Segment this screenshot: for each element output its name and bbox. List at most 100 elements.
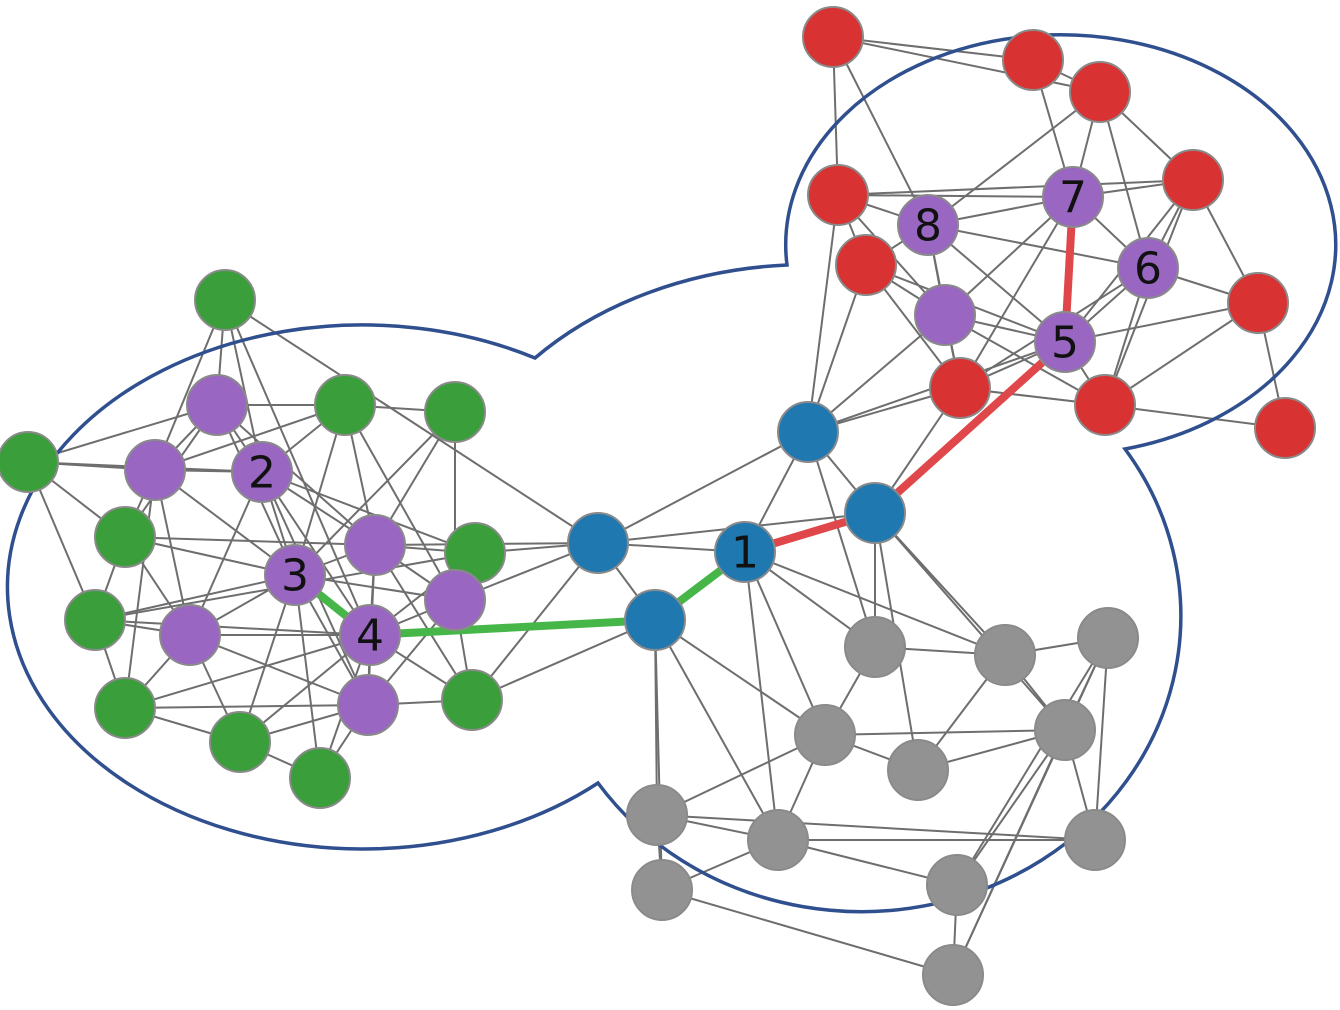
node-blue-b5 xyxy=(777,401,839,463)
edge-1-y4 xyxy=(744,551,826,736)
node-green-g10 xyxy=(289,747,351,809)
edge-b4-y4 xyxy=(654,619,826,736)
edge-b3-y6 xyxy=(874,512,1066,731)
node-purple-8 xyxy=(897,194,959,256)
edge-r1-r3 xyxy=(832,36,1101,93)
edge-p2-g8 xyxy=(124,469,156,709)
node-green-g4 xyxy=(0,431,59,493)
edge-y6-y12 xyxy=(952,729,1066,976)
node-green-g8 xyxy=(94,677,156,739)
edge-y4-y6 xyxy=(824,729,1066,736)
node-red-r4 xyxy=(807,164,869,226)
node-red-r3 xyxy=(1069,61,1131,123)
node-blue-1 xyxy=(714,521,776,583)
node-purple-p1 xyxy=(186,374,248,436)
node-blue-b3 xyxy=(844,482,906,544)
edge-4-g8 xyxy=(124,634,371,709)
edge-g5-p4 xyxy=(124,536,376,546)
node-green-g7 xyxy=(64,589,126,651)
node-red-r6 xyxy=(835,234,897,296)
edge-r1-r2 xyxy=(832,36,1034,61)
node-gray-y3 xyxy=(1077,607,1139,669)
edge-g7-4 xyxy=(94,619,371,636)
edge-y3-y11 xyxy=(956,637,1109,886)
node-purple-p6 xyxy=(424,569,486,631)
node-purple-2 xyxy=(231,441,293,503)
edge-r1-8 xyxy=(832,36,929,226)
highlighted-path-green-b4-4 xyxy=(366,616,659,639)
node-red-r5 xyxy=(1162,149,1224,211)
node-purple-3 xyxy=(264,544,326,606)
node-blue-b1 xyxy=(567,512,629,574)
node-label-2: 2 xyxy=(248,448,276,499)
edge-y10-y12 xyxy=(661,889,954,976)
node-green-g5 xyxy=(94,506,156,568)
highlighted-path-red-b3-5 xyxy=(871,338,1069,517)
node-gray-y4 xyxy=(794,704,856,766)
edge-3-g7 xyxy=(94,574,296,621)
node-purple-6 xyxy=(1117,237,1179,299)
edge-p2-g2 xyxy=(154,404,346,471)
edge-r4-7 xyxy=(837,194,1074,198)
node-red-r7 xyxy=(1227,272,1289,334)
node-green-g9 xyxy=(209,711,271,773)
node-green-g3 xyxy=(424,381,486,443)
node-gray-y11 xyxy=(926,854,988,916)
node-label-6: 6 xyxy=(1134,244,1162,295)
node-purple-p4 xyxy=(344,514,406,576)
node-purple-4 xyxy=(339,604,401,666)
node-label-1: 1 xyxy=(731,528,759,579)
edge-b1-b5 xyxy=(597,431,809,544)
edge-r3-8 xyxy=(927,91,1101,226)
node-gray-y5 xyxy=(887,739,949,801)
edge-r4-r5 xyxy=(837,179,1194,196)
node-green-g2 xyxy=(314,374,376,436)
node-gray-y1 xyxy=(844,616,906,678)
edge-y7-y9 xyxy=(656,814,1096,841)
edge-g1-4 xyxy=(224,299,371,636)
node-green-g1 xyxy=(194,269,256,331)
node-gray-y7 xyxy=(626,784,688,846)
edge-b5-r4 xyxy=(807,194,839,433)
edge-b5-y1 xyxy=(807,431,876,648)
node-red-r2 xyxy=(1002,29,1064,91)
node-gray-y2 xyxy=(974,624,1036,686)
edge-g11-b1 xyxy=(471,542,599,701)
node-gray-y9 xyxy=(1064,809,1126,871)
edge-y4-y7 xyxy=(656,734,826,816)
edge-1-y8 xyxy=(744,551,779,841)
node-label-7: 7 xyxy=(1059,173,1087,224)
node-label-5: 5 xyxy=(1051,318,1079,369)
node-blue-b4 xyxy=(624,589,686,651)
edge-p7-p9 xyxy=(189,634,369,706)
node-red-r1 xyxy=(802,6,864,68)
edge-g3-3 xyxy=(294,411,456,576)
edge-p9-g8 xyxy=(124,704,369,709)
region-outlines xyxy=(5,33,1338,914)
node-purple-7 xyxy=(1042,166,1104,228)
edge-5-r7 xyxy=(1064,302,1259,343)
node-label-3: 3 xyxy=(281,551,309,602)
node-purple-p2 xyxy=(124,439,186,501)
node-purple-5 xyxy=(1034,311,1096,373)
edge-g11-b4 xyxy=(471,619,656,701)
edge-3-g10 xyxy=(294,574,321,779)
node-gray-y6 xyxy=(1034,699,1096,761)
node-gray-y10 xyxy=(631,859,693,921)
node-purple-p9 xyxy=(337,674,399,736)
node-green-g11 xyxy=(441,669,503,731)
edge-g1-b1 xyxy=(224,299,599,544)
node-red-r10 xyxy=(1254,397,1316,459)
nodes-layer: 1 2 34 5 67 8 xyxy=(0,6,1316,1006)
node-purple-p14 xyxy=(914,284,976,346)
node-red-r8 xyxy=(929,357,991,419)
node-label-8: 8 xyxy=(914,201,942,252)
edge-y6-y11 xyxy=(956,729,1066,886)
node-red-r9 xyxy=(1074,374,1136,436)
edge-b4-y8 xyxy=(654,619,779,841)
node-gray-y12 xyxy=(922,944,984,1006)
node-label-4: 4 xyxy=(356,611,384,662)
edge-8-6 xyxy=(927,224,1149,269)
edge-y3-y9 xyxy=(1094,637,1109,841)
